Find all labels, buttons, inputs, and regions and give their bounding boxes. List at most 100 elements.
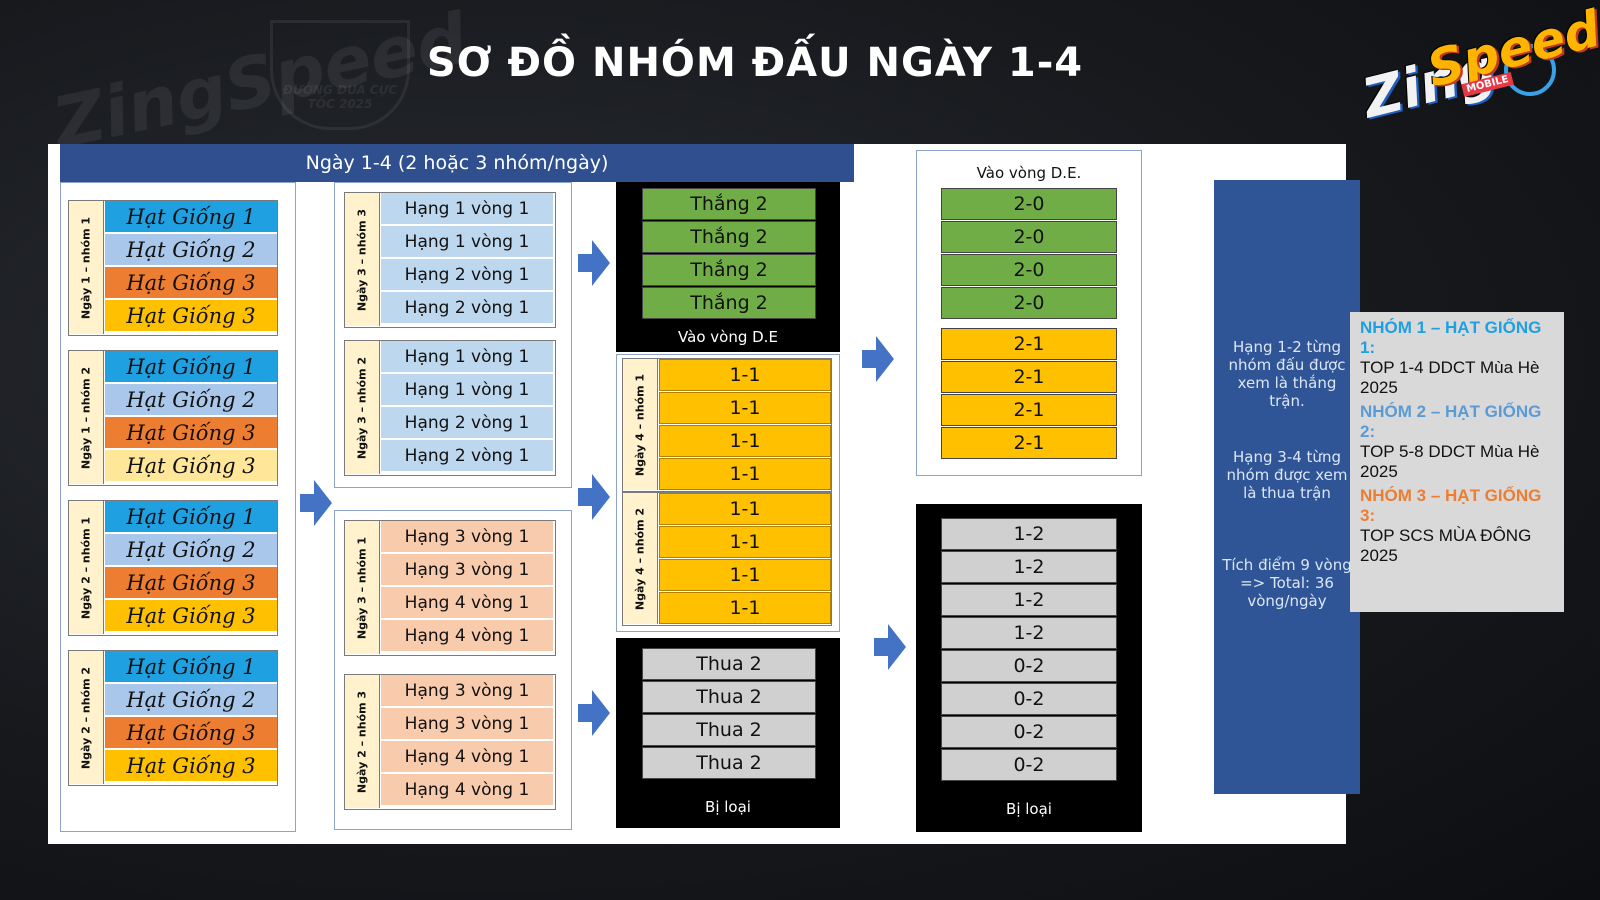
group-label: Ngày 2 – nhóm 3: [345, 675, 380, 808]
rank-cell: Hạng 4 vòng 1: [381, 587, 553, 619]
elim-caption: Bị loại: [1006, 800, 1052, 818]
legend-desc: TOP SCS MÙA ĐÔNG 2025: [1360, 526, 1532, 565]
arrow-right-icon: [874, 624, 906, 670]
rank-cell: Hạng 2 vòng 1: [381, 407, 553, 439]
de-qualify-cell: 2-1: [941, 394, 1117, 426]
page-title: SƠ ĐỒ NHÓM ĐẤU NGÀY 1-4: [426, 40, 1084, 86]
seed-cell: Hạt Giống 2: [105, 684, 277, 716]
legend-title: NHÓM 1 – HẠT GIỐNG 1:: [1360, 318, 1542, 357]
seed-cell: Hạt Giống 3: [105, 300, 277, 332]
loss-cell: Thua 2: [642, 681, 816, 713]
elim-cell: 0-2: [941, 650, 1117, 682]
legend-desc: TOP 5-8 DDCT Mùa Hè 2025: [1360, 442, 1540, 481]
win-cell: Thắng 2: [642, 254, 816, 286]
arrow-right-icon: [300, 480, 332, 526]
de-win-cell: 2-0: [941, 287, 1117, 319]
elim-cell: 0-2: [941, 749, 1117, 781]
de-title: Vào vòng D.E.: [976, 164, 1082, 182]
arrow-right-icon: [862, 336, 894, 382]
win-cell: Thắng 2: [642, 287, 816, 319]
seed-cell: Hạt Giống 2: [105, 534, 277, 566]
seed-cell: Hạt Giống 1: [105, 501, 277, 533]
seed-cell: Hạt Giống 2: [105, 234, 277, 266]
arrow-right-icon: [578, 240, 610, 286]
rank-cell: Hạng 2 vòng 1: [381, 292, 553, 324]
draw-cell: 1-1: [659, 359, 831, 391]
rank-cell: Hạng 3 vòng 1: [381, 521, 553, 553]
rank-cell: Hạng 1 vòng 1: [381, 226, 553, 258]
rank-cell: Hạng 2 vòng 1: [381, 440, 553, 472]
de-win-cell: 2-0: [941, 221, 1117, 253]
seed-cell: Hạt Giống 3: [105, 417, 277, 449]
logo-ring-icon: [1504, 44, 1556, 96]
seed-cell: Hạt Giống 1: [105, 651, 277, 683]
group-label-text: Ngày 3 – nhóm 2: [355, 356, 369, 459]
seed-column-outline: [60, 182, 296, 832]
elim-cell: 1-2: [941, 584, 1117, 616]
group-label: Ngày 2 – nhóm 1: [69, 501, 104, 634]
legend-title: NHÓM 2 – HẠT GIỐNG 2:: [1360, 402, 1542, 441]
rule-points-text: Tích điểm 9 vòng => Total: 36 vòng/ngày: [1222, 556, 1352, 610]
round2-bottom-outline: [334, 510, 572, 830]
rank-cell: Hạng 1 vòng 1: [381, 341, 553, 373]
seed-cell: Hạt Giống 3: [105, 267, 277, 299]
group-label-text: Ngày 1 – nhóm 1: [79, 216, 93, 319]
rank-cell: Hạng 3 vòng 1: [381, 554, 553, 586]
group-label-text: Ngày 3 – nhóm 1: [355, 536, 369, 639]
de-win-cell: 2-0: [941, 254, 1117, 286]
rank-cell: Hạng 2 vòng 1: [381, 259, 553, 291]
draw-cell: 1-1: [659, 592, 831, 624]
rank-cell: Hạng 3 vòng 1: [381, 675, 553, 707]
elim-cell: 1-2: [941, 617, 1117, 649]
rules-info-box: Hạng 1-2 từng nhóm đấu được xem là thắng…: [1214, 180, 1360, 794]
draw-cell: 1-1: [659, 493, 831, 525]
seed-cell: Hạt Giống 1: [105, 351, 277, 383]
rank-cell: Hạng 4 vòng 1: [381, 741, 553, 773]
seed-cell: Hạt Giống 3: [105, 750, 277, 782]
elim-cell: 0-2: [941, 716, 1117, 748]
diagram-header: Ngày 1-4 (2 hoặc 3 nhóm/ngày): [60, 144, 854, 182]
legend-title: NHÓM 3 – HẠT GIỐNG 3:: [1360, 486, 1542, 525]
arrow-right-icon: [578, 690, 610, 736]
seed-cell: Hạt Giống 3: [105, 717, 277, 749]
de-qualify-cell: 2-1: [941, 361, 1117, 393]
group-label-text: Ngày 4 – nhóm 1: [633, 373, 647, 476]
seed-cell: Hạt Giống 3: [105, 600, 277, 632]
draw-cell: 1-1: [659, 392, 831, 424]
seed-legend: NHÓM 1 – HẠT GIỐNG 1:TOP 1-4 DDCT Mùa Hè…: [1350, 312, 1564, 612]
elim-cell: 1-2: [941, 551, 1117, 583]
group-label-text: Ngày 3 – nhóm 3: [355, 208, 369, 311]
legend-desc: TOP 1-4 DDCT Mùa Hè 2025: [1360, 358, 1540, 397]
group-label: Ngày 2 – nhóm 2: [69, 651, 104, 784]
seed-cell: Hạt Giống 3: [105, 567, 277, 599]
seed-cell: Hạt Giống 2: [105, 384, 277, 416]
rule-winners-text: Hạng 1-2 từng nhóm đấu được xem là thắng…: [1228, 338, 1346, 410]
wins-caption: Vào vòng D.E: [678, 328, 778, 346]
rank-cell: Hạng 4 vòng 1: [381, 620, 553, 652]
de-win-cell: 2-0: [941, 188, 1117, 220]
seed-cell: Hạt Giống 1: [105, 201, 277, 233]
group-label: Ngày 3 – nhóm 1: [345, 521, 380, 654]
de-qualify-cell: 2-1: [941, 427, 1117, 459]
draw-cell: 1-1: [659, 559, 831, 591]
group-label-text: Ngày 1 – nhóm 2: [79, 366, 93, 469]
win-cell: Thắng 2: [642, 221, 816, 253]
elim-cell: 1-2: [941, 518, 1117, 550]
rank-cell: Hạng 1 vòng 1: [381, 193, 553, 225]
group-label-text: Ngày 2 – nhóm 3: [355, 690, 369, 793]
draw-cell: 1-1: [659, 425, 831, 457]
background-emblem: ĐƯỜNG ĐUA CỰC TỐC 2025: [270, 20, 410, 130]
draw-cell: 1-1: [659, 458, 831, 490]
win-cell: Thắng 2: [642, 188, 816, 220]
group-label: Ngày 3 – nhóm 2: [345, 341, 380, 474]
